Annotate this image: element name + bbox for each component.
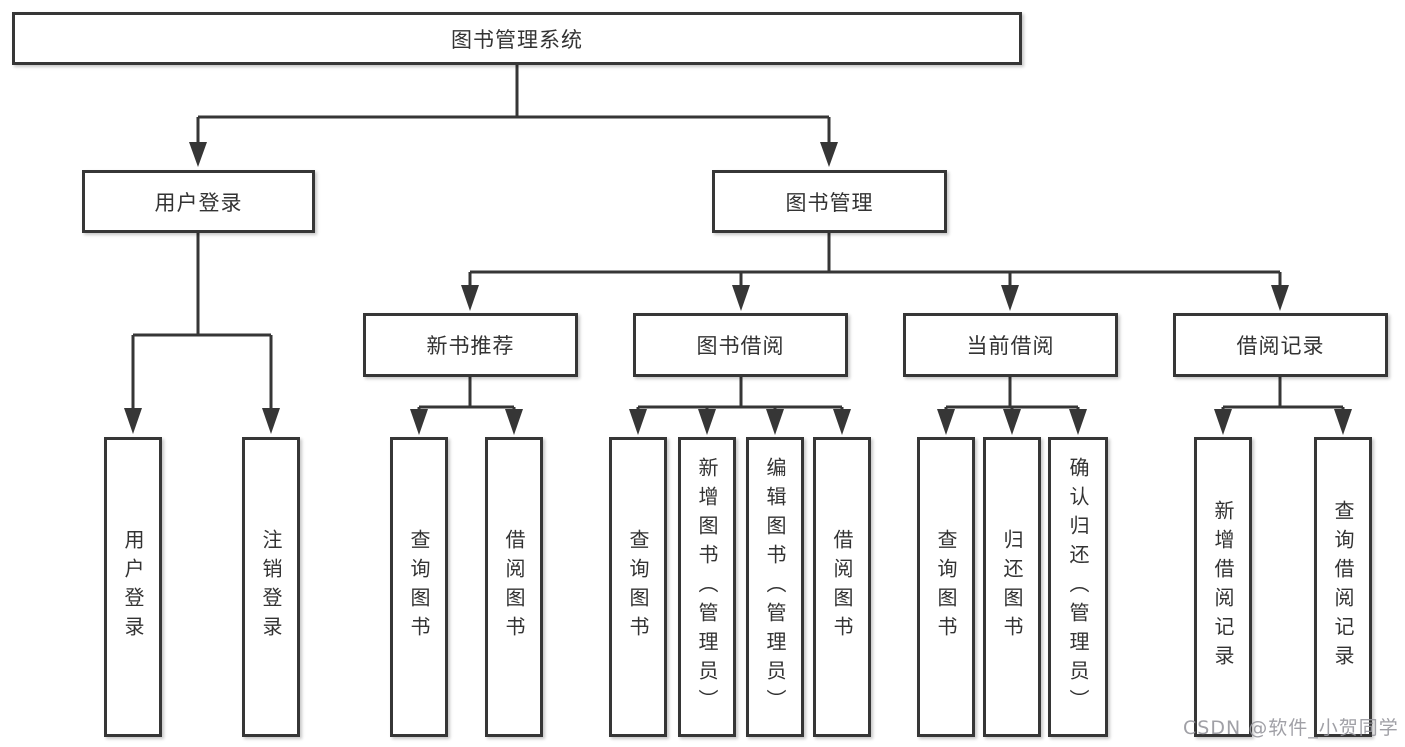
node-borrow-records: 借阅记录 xyxy=(1173,313,1388,377)
node-user-login: 用户登录 xyxy=(82,170,315,233)
node-root-label: 图书管理系统 xyxy=(451,27,583,52)
node-leaf-cb-query-books: 查询图书 xyxy=(917,437,975,737)
node-leaf-cb-confirm-return-admin-label: 确认归还（管理员） xyxy=(1066,456,1090,718)
node-leaf-rec-borrow-books: 借阅图书 xyxy=(485,437,543,737)
node-leaf-bb-add-books-admin-label: 新增图书（管理员） xyxy=(695,456,719,718)
node-user-login-label: 用户登录 xyxy=(154,190,243,215)
node-leaf-bb-borrow-books: 借阅图书 xyxy=(813,437,871,737)
node-new-book-recommend-label: 新书推荐 xyxy=(426,334,515,358)
node-leaf-bb-edit-books-admin: 编辑图书（管理员） xyxy=(746,437,804,737)
node-leaf-cb-return-books-label: 归还图书 xyxy=(1000,529,1024,645)
node-leaf-bb-add-books-admin: 新增图书（管理员） xyxy=(678,437,736,737)
node-book-borrow: 图书借阅 xyxy=(633,313,848,377)
node-book-borrow-label: 图书借阅 xyxy=(696,334,785,358)
node-leaf-br-query-record-label: 查询借阅记录 xyxy=(1331,500,1355,674)
node-current-borrow-label: 当前借阅 xyxy=(966,334,1055,358)
node-leaf-br-add-record: 新增借阅记录 xyxy=(1194,437,1252,737)
node-book-management-label: 图书管理 xyxy=(785,190,874,215)
node-leaf-bb-query-books-label: 查询图书 xyxy=(626,529,650,645)
node-leaf-rec-query-books: 查询图书 xyxy=(390,437,448,737)
node-leaf-cb-confirm-return-admin: 确认归还（管理员） xyxy=(1048,437,1108,737)
node-root: 图书管理系统 xyxy=(12,12,1022,65)
node-leaf-br-add-record-label: 新增借阅记录 xyxy=(1211,500,1235,674)
node-new-book-recommend: 新书推荐 xyxy=(363,313,578,377)
arrowheads xyxy=(124,142,1352,435)
watermark: CSDN @软件_小贺同学 xyxy=(1183,717,1399,739)
node-leaf-bb-edit-books-admin-label: 编辑图书（管理员） xyxy=(763,456,787,718)
node-leaf-user-login: 用户登录 xyxy=(104,437,162,737)
node-leaf-br-query-record: 查询借阅记录 xyxy=(1314,437,1372,737)
node-current-borrow: 当前借阅 xyxy=(903,313,1118,377)
node-leaf-logout: 注销登录 xyxy=(242,437,300,737)
node-borrow-records-label: 借阅记录 xyxy=(1236,334,1325,358)
node-leaf-bb-query-books: 查询图书 xyxy=(609,437,667,737)
node-book-management: 图书管理 xyxy=(712,170,947,233)
node-leaf-rec-query-books-label: 查询图书 xyxy=(407,529,431,645)
node-leaf-cb-query-books-label: 查询图书 xyxy=(934,529,958,645)
node-leaf-logout-label: 注销登录 xyxy=(259,529,283,645)
node-leaf-user-login-label: 用户登录 xyxy=(121,529,145,645)
node-leaf-bb-borrow-books-label: 借阅图书 xyxy=(830,529,854,645)
node-leaf-rec-borrow-books-label: 借阅图书 xyxy=(502,529,526,645)
node-leaf-cb-return-books: 归还图书 xyxy=(983,437,1041,737)
